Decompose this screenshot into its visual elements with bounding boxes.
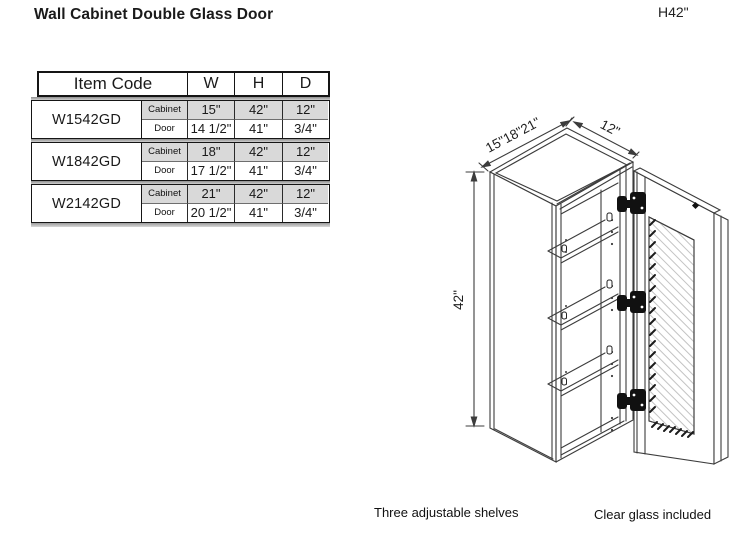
glass-door	[632, 167, 729, 465]
door-d: 3/4"	[282, 161, 328, 180]
table-row-w1842gd: W1842GD Cabinet 18" 42" 12" Door 17 1/2"…	[31, 142, 330, 181]
hinge-top	[617, 192, 646, 214]
table-shadow-strip	[31, 223, 330, 227]
door-glass	[648, 216, 695, 435]
header-item-code: Item Code	[73, 74, 153, 93]
hinge-middle	[617, 291, 646, 313]
row-label-door: Door	[142, 161, 187, 180]
table-row-w2142gd: W2142GD Cabinet 21" 42" 12" Door 20 1/2"…	[31, 184, 330, 223]
row-label-door: Door	[142, 119, 187, 138]
row-label-cabinet: Cabinet	[142, 185, 187, 204]
door-h: 41"	[234, 203, 282, 222]
shelf	[547, 286, 619, 331]
door-w: 14 1/2"	[187, 119, 234, 138]
shelf	[547, 352, 619, 397]
cabinet-h: 42"	[234, 143, 282, 162]
row-label-door: Door	[142, 203, 187, 222]
door-w: 20 1/2"	[187, 203, 234, 222]
spec-table: Item Code W H D W1542GD Cabinet 15" 42" …	[31, 71, 330, 229]
shelf	[547, 219, 619, 264]
header-w: W	[187, 73, 234, 95]
door-d: 3/4"	[282, 203, 328, 222]
caption-clear-glass: Clear glass included	[594, 507, 712, 522]
glass-edge-dashes	[649, 219, 694, 438]
dimension-height	[465, 170, 485, 428]
dim-height-label: 42"	[451, 290, 466, 310]
cabinet-front-left-post	[551, 202, 562, 463]
cabinet-d: 12"	[282, 185, 328, 204]
shelf-pin-holes	[565, 218, 614, 432]
cabinet-d: 12"	[282, 101, 328, 120]
table-row-w1542gd: W1542GD Cabinet 15" 42" 12" Door 14 1/2"…	[31, 100, 330, 139]
dimension-depth	[567, 116, 640, 159]
item-code: W2142GD	[32, 185, 142, 222]
header-h: H	[234, 73, 282, 95]
cabinet-bottom	[555, 416, 634, 463]
cabinet-h: 42"	[234, 101, 282, 120]
page-title: Wall Cabinet Double Glass Door	[34, 6, 274, 23]
item-code: W1842GD	[32, 143, 142, 180]
cabinet-w: 21"	[187, 185, 234, 204]
cabinet-interior	[547, 182, 634, 463]
cabinet-w: 15"	[187, 101, 234, 120]
cabinet-left-panel	[489, 171, 557, 463]
door-h: 41"	[234, 119, 282, 138]
item-code: W1542GD	[32, 101, 142, 138]
door-d: 3/4"	[282, 119, 328, 138]
door-h: 41"	[234, 161, 282, 180]
row-label-cabinet: Cabinet	[142, 143, 187, 162]
height-code: H42"	[658, 4, 689, 20]
door-w: 17 1/2"	[187, 161, 234, 180]
hinge-bottom	[617, 389, 646, 411]
cabinet-h: 42"	[234, 185, 282, 204]
door-bumper	[691, 201, 700, 210]
hinges	[617, 192, 646, 411]
cabinet-d: 12"	[282, 143, 328, 162]
row-label-cabinet: Cabinet	[142, 101, 187, 120]
table-shadow-strip	[31, 139, 330, 142]
shelf-pegs	[561, 212, 613, 386]
table-shadow-strip	[31, 181, 330, 184]
table-shadow-strip	[31, 97, 330, 100]
table-header-row: Item Code W H D	[37, 71, 330, 97]
header-d: D	[282, 73, 328, 95]
caption-adjustable-shelves: Three adjustable shelves	[374, 505, 519, 520]
cabinet-w: 18"	[187, 143, 234, 162]
